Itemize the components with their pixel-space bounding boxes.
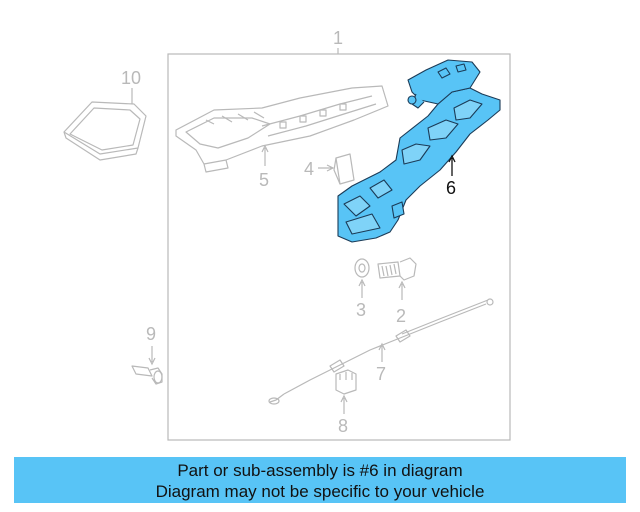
callout-8: 8	[338, 416, 348, 436]
part-3-washer	[354, 258, 370, 278]
banner-line-1: Part or sub-assembly is #6 in diagram	[177, 461, 463, 480]
callout-2-leader	[398, 280, 406, 300]
banner-line-2: Diagram may not be specific to your vehi…	[155, 482, 485, 501]
callout-9: 9	[146, 324, 156, 344]
callout-1: 1	[333, 28, 343, 48]
callout-7: 7	[376, 364, 386, 384]
part-4-clip	[333, 153, 355, 185]
part-9-push-pin	[131, 365, 163, 385]
assembly-frame	[167, 53, 511, 441]
callout-6-leader	[448, 154, 456, 176]
callout-10: 10	[121, 68, 141, 88]
callout-4-leader	[318, 164, 335, 172]
callout-3-leader	[358, 278, 366, 298]
part-10-lid-pad	[63, 101, 147, 161]
callout-3: 3	[356, 300, 366, 320]
part-6-bracket	[337, 59, 501, 243]
part-8-cable-clip	[335, 369, 357, 395]
info-banner: Part or sub-assembly is #6 in diagram Di…	[14, 457, 626, 503]
part-2-bolt	[377, 257, 417, 281]
part-7-cable	[268, 298, 494, 405]
callout-7-leader	[378, 342, 386, 362]
callout-9-leader	[148, 346, 156, 366]
callout-4: 4	[304, 159, 314, 179]
callout-6: 6	[446, 178, 456, 198]
callout-2: 2	[396, 306, 406, 326]
part-5-armrest-base	[175, 85, 389, 173]
callout-5: 5	[259, 170, 269, 190]
callout-5-leader	[261, 144, 269, 166]
parts-diagram: 1 10 5 4 6 3 2 9 7 8	[63, 28, 511, 441]
callout-8-leader	[340, 394, 348, 414]
